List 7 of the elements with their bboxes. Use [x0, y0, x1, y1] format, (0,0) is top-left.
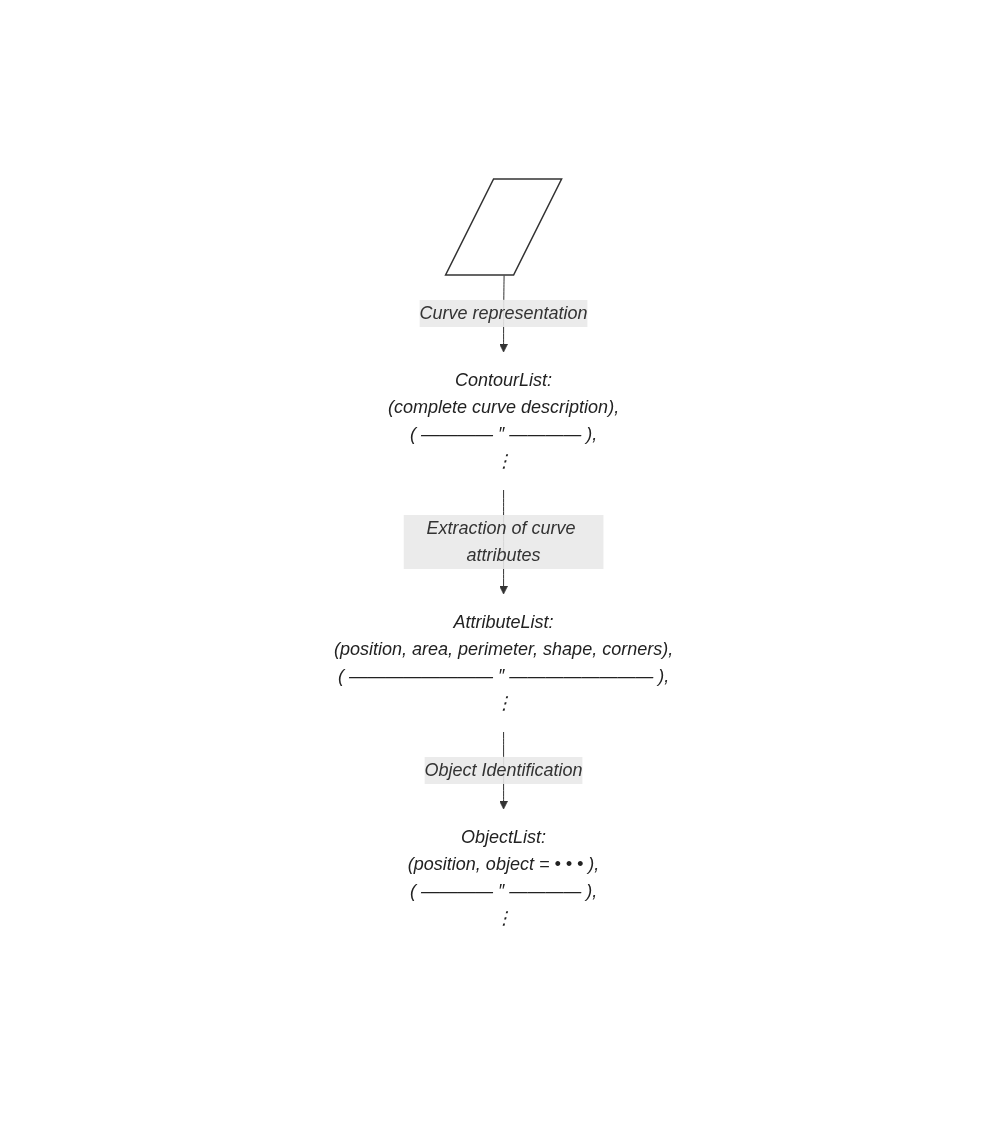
node-box: [444, 178, 563, 276]
edge-label: Curve representation: [419, 303, 588, 323]
edge-label: Extraction of curve attributes: [426, 518, 576, 565]
edge-label: Object Identification: [424, 760, 583, 780]
node-text: AttributeList: (position, area, perimeter, shape, corners), ( ———————— ″ ———————— ), ⋮: [333, 612, 674, 713]
node-text: ObjectList: (position, object = • • • ), ( ———— ″ ———— ), ⋮: [407, 827, 600, 928]
node-text: ContourList: (complete curve description), ( ———— ″ ———— ), ⋮: [387, 370, 620, 471]
